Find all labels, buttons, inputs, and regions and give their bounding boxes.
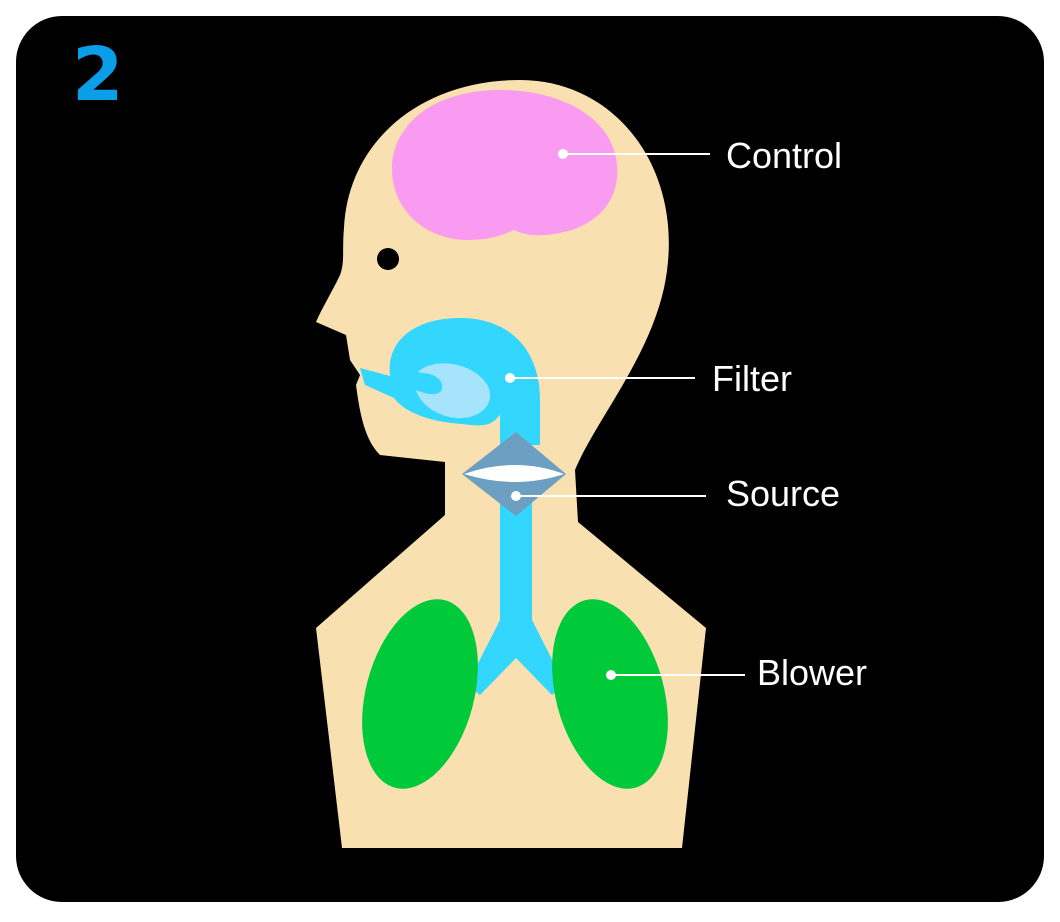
brain-shape bbox=[391, 90, 618, 240]
label-blower: Blower bbox=[757, 652, 868, 693]
bronchi-shape bbox=[467, 620, 565, 695]
eye-dot bbox=[377, 248, 399, 270]
label-filter: Filter bbox=[712, 358, 792, 399]
label-source: Source bbox=[726, 473, 841, 514]
left-lung-shape bbox=[362, 599, 478, 789]
source-leader-dot bbox=[511, 491, 521, 501]
control-leader-dot bbox=[558, 149, 568, 159]
label-control: Control bbox=[726, 135, 843, 176]
blower-leader-dot bbox=[606, 670, 616, 680]
filter-leader-dot bbox=[505, 373, 515, 383]
step-number: 2 bbox=[72, 32, 124, 118]
right-lung-shape bbox=[552, 599, 668, 789]
vocal-folds-shape bbox=[464, 465, 564, 482]
tongue-shape bbox=[416, 363, 491, 419]
